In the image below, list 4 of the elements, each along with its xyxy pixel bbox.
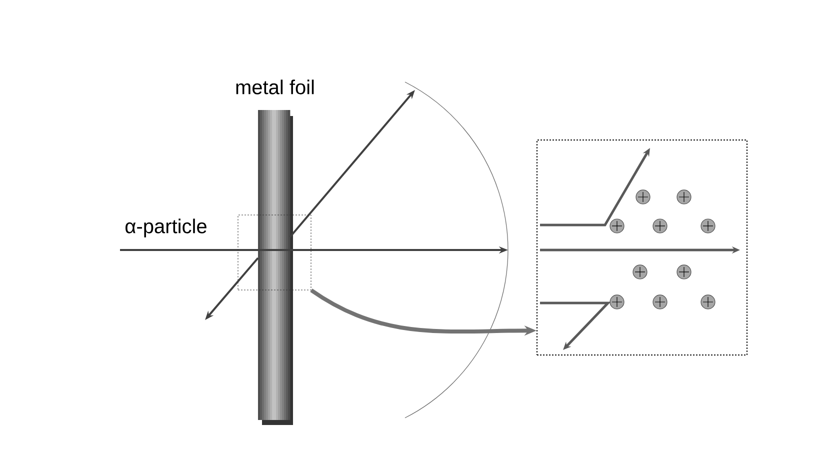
inset-box: [238, 214, 312, 290]
label: metal foil: [236, 80, 314, 94]
label: α-particle: [126, 218, 206, 238]
inset-box: [536, 139, 748, 356]
